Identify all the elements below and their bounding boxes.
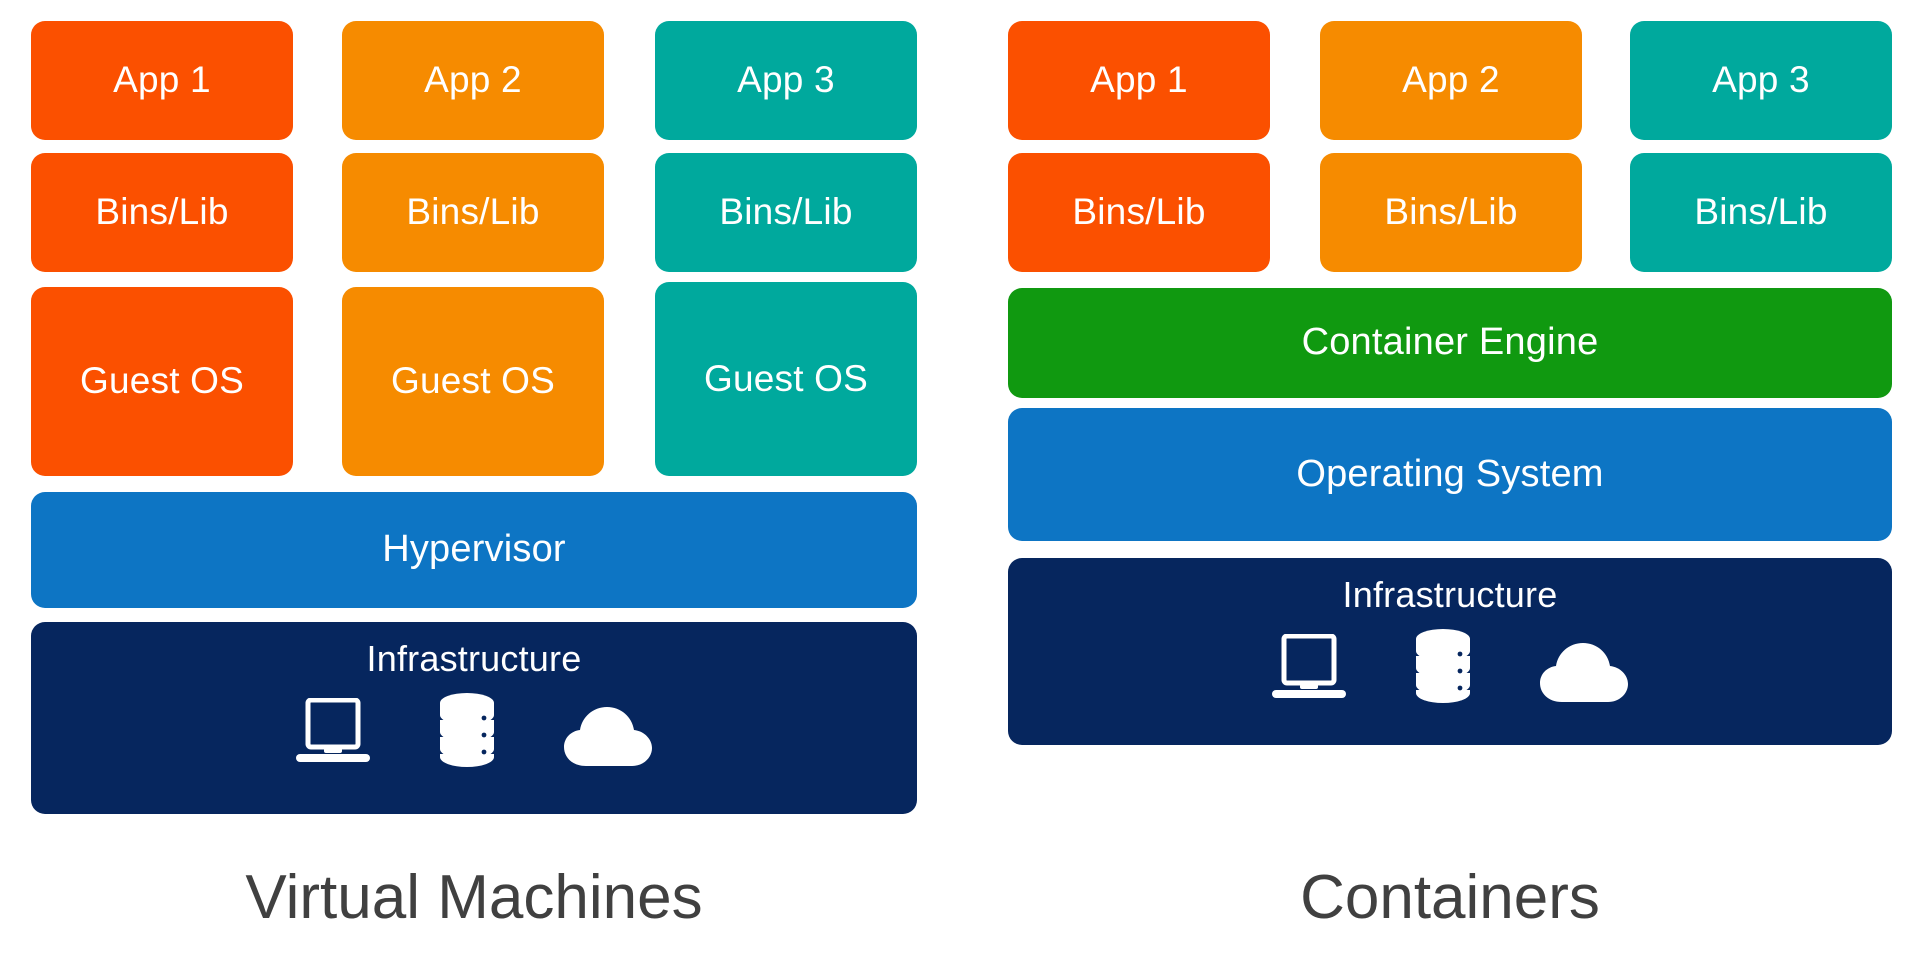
container-col1-binslib-tile: Bins/Lib [1008,153,1270,272]
container-infrastructure-bar: Infrastructure [1008,558,1892,745]
tile-label: Bins/Lib [406,191,540,233]
database-icon [1414,628,1472,704]
tile-label: App 3 [737,59,835,101]
tile-label: Guest OS [703,357,869,399]
vm-col1-binslib-tile: Bins/Lib [31,153,293,272]
vm-col2-guestos-tile: Guest OS [342,287,604,476]
tile-label: App 3 [1712,59,1810,101]
vm-col2-binslib-tile: Bins/Lib [342,153,604,272]
tile-label: App 2 [424,59,522,101]
bar-label: Hypervisor [382,528,566,571]
container-col2-app-tile: App 2 [1320,21,1582,140]
vm-col2-app-tile: App 2 [342,21,604,140]
vm-infrastructure-bar: Infrastructure [31,622,917,814]
tile-label: Bins/Lib [1694,191,1828,233]
container-col2-binslib-tile: Bins/Lib [1320,153,1582,272]
tile-label: Bins/Lib [95,191,229,233]
laptop-icon [1270,633,1348,704]
container-panel-caption: Containers [1300,863,1600,932]
container-operating-system-bar: Operating System [1008,408,1892,541]
tile-label: Bins/Lib [1384,191,1518,233]
infrastructure-icon-row [1270,628,1630,704]
bar-label: Operating System [1296,452,1604,495]
cloud-icon [1538,640,1630,704]
tile-label: Bins/Lib [1072,191,1206,233]
container-col1-app-tile: App 1 [1008,21,1270,140]
cloud-icon [562,704,654,768]
vm-col1-app-tile: App 1 [31,21,293,140]
bar-label: Container Engine [1301,321,1599,364]
container-engine-bar: Container Engine [1008,288,1892,398]
tile-label: App 1 [1090,59,1188,101]
vm-col3-app-tile: App 3 [655,21,917,140]
tile-label: Guest OS [79,360,245,402]
container-col3-binslib-tile: Bins/Lib [1630,153,1892,272]
infrastructure-icon-row [294,692,654,768]
container-col3-app-tile: App 3 [1630,21,1892,140]
vm-col1-guestos-tile: Guest OS [31,287,293,476]
vm-col3-guestos-tile: Guest OS [655,282,917,476]
database-icon [438,692,496,768]
laptop-icon [294,697,372,768]
bar-label: Infrastructure [366,638,582,679]
tile-label: App 2 [1402,59,1500,101]
tile-label: Bins/Lib [719,191,853,233]
tile-label: Guest OS [390,360,556,402]
vm-col3-binslib-tile: Bins/Lib [655,153,917,272]
tile-label: App 1 [113,59,211,101]
vm-panel-caption: Virtual Machines [245,863,703,932]
vm-hypervisor-bar: Hypervisor [31,492,917,608]
bar-label: Infrastructure [1342,574,1558,615]
